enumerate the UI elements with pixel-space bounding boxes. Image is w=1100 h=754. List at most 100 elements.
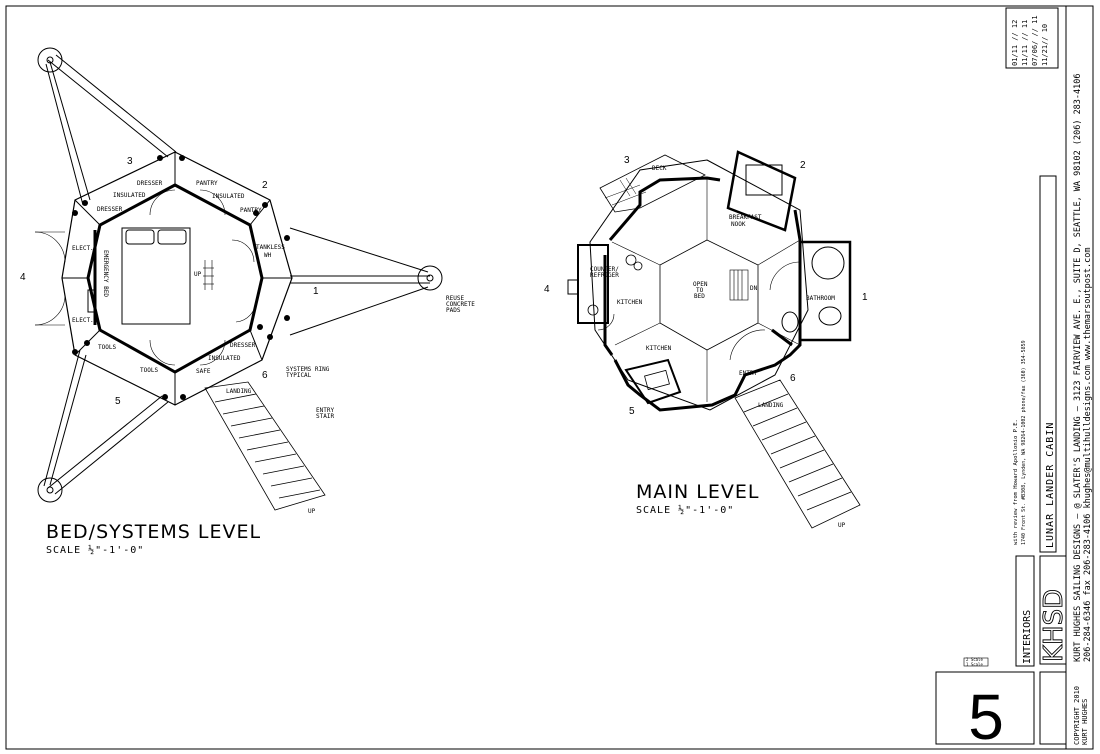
- bathroom-walls: [798, 240, 852, 342]
- side-number: 2: [262, 180, 268, 191]
- room-label-wh: WH: [264, 252, 272, 259]
- revision-entry: 01/11 // 12: [1011, 20, 1019, 66]
- room-label-pantry: PANTRY: [196, 180, 218, 187]
- main-door-swings: [597, 261, 801, 361]
- note-entry-line2: STAIR: [316, 413, 334, 420]
- bed-mattress: [121, 227, 191, 325]
- room-label-elect: ELECT.: [72, 245, 94, 252]
- plan-title-main-level: MAIN LEVEL: [636, 481, 759, 503]
- deck-outline: [599, 154, 706, 213]
- side-number: 5: [115, 396, 121, 407]
- review-note-line1: with review from Howard Apollonio P.E.: [1013, 419, 1019, 545]
- stair-up-label: UP: [308, 508, 316, 515]
- nook-table: [745, 164, 783, 196]
- room-label-bed: BED: [694, 293, 705, 300]
- side-number: 3: [624, 155, 630, 166]
- note-pads-line1: REUSE: [446, 295, 464, 302]
- shower-icon: [811, 246, 845, 280]
- room-label-dresser: DRESSER: [230, 342, 256, 349]
- room-label-refriger: REFRIGER: [590, 272, 619, 279]
- revision-entry: 11/21// 10: [1041, 24, 1049, 66]
- room-label-tools: TOOLS: [140, 367, 158, 374]
- room-label-open: OPEN: [693, 281, 708, 288]
- revision-entry: 07/06/ // 11: [1031, 15, 1039, 66]
- copyright-line1: COPYRIGHT 2010: [1073, 686, 1081, 745]
- scale-bar: [963, 657, 989, 667]
- review-note-line2: 1740 Front St. #B308, Lynden, WA 98264-1…: [1021, 340, 1027, 545]
- note-systems-line1: SYSTEMS RING: [286, 366, 330, 373]
- room-label-insulated: INSULATED: [113, 192, 146, 199]
- room-label-emergency-bed: EMERGENCY BED: [102, 250, 109, 297]
- note-systems-line2: TYPICAL: [286, 372, 312, 379]
- sheet-number-box: [935, 671, 1035, 745]
- vertex-bolts: [72, 155, 290, 400]
- room-label-insulated: INSULATED: [212, 193, 245, 200]
- side-number: 5: [629, 406, 635, 417]
- title-block: 01/11 // 12 11/11 // 11 07/06/ // 11 11/…: [935, 6, 1093, 753]
- project-name: LUNAR LANDER CABIN: [1045, 422, 1056, 548]
- side-number: 4: [544, 284, 550, 295]
- note-entry-line1: ENTRY: [316, 407, 334, 414]
- note-pads-line2: CONCRETE: [446, 301, 475, 308]
- sink-icon: [587, 304, 599, 316]
- note-pads-line3: PADS: [446, 307, 461, 314]
- stove-burner-icon: [633, 261, 643, 271]
- sink-icon: [818, 306, 842, 326]
- sheet-border: [5, 5, 1094, 750]
- room-label-dresser: DRESSER: [137, 180, 163, 187]
- room-label-kitchen: KITCHEN: [646, 345, 672, 352]
- foot-pads: [37, 47, 443, 503]
- bed-door-swings: [34, 189, 257, 366]
- side-number: 6: [790, 373, 796, 384]
- room-label-tankless: TANKLESS: [256, 244, 285, 251]
- plan-title-bed-level: BED/SYSTEMS LEVEL: [46, 521, 261, 543]
- landing-legs: [43, 54, 430, 495]
- revision-entry: 11/11 // 11: [1021, 20, 1029, 66]
- emergency-bed-box: [87, 289, 97, 313]
- scale-bar-label: 1 Scale: [966, 662, 983, 667]
- side-number: 6: [262, 370, 268, 381]
- side-number: 3: [127, 156, 133, 167]
- main-hex-center: [659, 239, 759, 351]
- room-label-to: TO: [696, 287, 704, 294]
- plan-scale-bed-level: SCALE ½"-1'-0": [46, 544, 144, 556]
- room-label-breakfast: BREAKFAST: [729, 214, 762, 221]
- toilet-icon: [781, 311, 799, 333]
- sink-icon: [644, 369, 670, 391]
- kitchen-counter-bump: [567, 279, 579, 295]
- bed-partitions: [62, 152, 292, 405]
- room-label-deck: DECK: [652, 165, 667, 172]
- room-label-insulated: INSULATED: [208, 355, 241, 362]
- project-box: [1039, 175, 1057, 553]
- main-level-plan: DECK BREAKFAST NOOK OPEN TO BED DN COUNT…: [544, 150, 868, 529]
- copyright-box: [1039, 671, 1067, 745]
- kitchen-counter: [624, 358, 682, 405]
- firm-address: KURT HUGHES SAILING DESIGNS – @ SLATER'S…: [1073, 73, 1083, 662]
- room-label-pantry: PANTRY: [240, 207, 262, 214]
- pillow-icon: [157, 229, 187, 245]
- side-number: 2: [800, 160, 806, 171]
- room-label-kitchen: KITCHEN: [617, 299, 643, 306]
- side-number: 1: [862, 292, 868, 303]
- scale-bar-label: 2 Scale: [966, 657, 983, 662]
- room-label-dresser: DRESSER: [97, 206, 123, 213]
- sheet-type: INTERIORS: [1022, 610, 1033, 664]
- main-radials: [611, 178, 801, 402]
- room-label-elect: ELECT.: [72, 317, 94, 324]
- landing-label: LANDING: [226, 388, 252, 395]
- pillow-icon: [125, 229, 155, 245]
- room-label-tools: TOOLS: [98, 344, 116, 351]
- deck-hatch: [604, 177, 647, 206]
- room-label-counter: COUNTER/: [590, 266, 619, 273]
- side-number: 4: [20, 272, 26, 283]
- firm-contact: 206-284-6346 fax 206-283-4106 khughes@mu…: [1083, 247, 1093, 662]
- room-label-entry: ENTRY: [739, 370, 757, 377]
- side-number: 1: [313, 286, 319, 297]
- room-label-nook: NOOK: [731, 221, 746, 228]
- copyright-line2: KURT HUGHES: [1081, 699, 1089, 745]
- ladder-up-label: UP: [194, 271, 202, 278]
- plan-scale-main-level: SCALE ½"-1'-0": [636, 504, 734, 516]
- bed-entry-stair: [204, 381, 326, 511]
- logo-box: [1039, 555, 1067, 665]
